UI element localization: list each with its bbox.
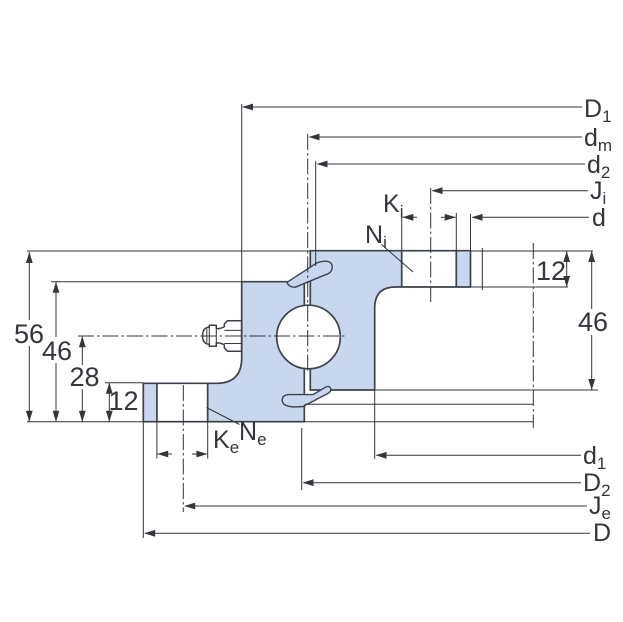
label-masks [16,309,606,389]
bearing-ball [275,304,342,370]
centerlines [78,134,534,512]
inner-ring-bolt-hole [402,251,456,286]
label-Ji: Ji [590,177,606,208]
label-d: d [592,204,606,232]
seal-top [286,260,333,288]
label-dm: dm [584,124,612,155]
label-Ke: Ke [213,426,239,457]
diameter-labels: D1 dm d2 Ji d d1 D2 Je D Ki Ni Ke Ne [213,95,612,547]
label-D: D [593,519,611,547]
extension-lines [27,104,598,538]
label-Ki: Ki [383,190,403,221]
outer-ring-bolt-hole [157,384,207,421]
dim-12-left: 12 [108,386,138,416]
dim-46-right: 46 [578,307,608,337]
dimension-lines [25,213,596,458]
dim-46-left: 46 [42,336,72,366]
label-Je: Je [589,492,611,523]
label-Ni: Ni [365,221,387,252]
leader-lines [144,103,590,537]
seal-bottom [281,385,332,408]
label-d1: d1 [583,442,606,473]
label-d2: d2 [587,151,610,182]
label-Ne: Ne [239,418,267,449]
inner-ring [309,249,472,391]
label-D1: D1 [584,95,612,126]
dimension-values: 56 46 28 12 12 46 [14,256,608,416]
dim-28: 28 [69,362,99,392]
dim-12-right: 12 [536,256,566,286]
label-D2: D2 [583,469,611,500]
dim-56: 56 [14,319,44,349]
